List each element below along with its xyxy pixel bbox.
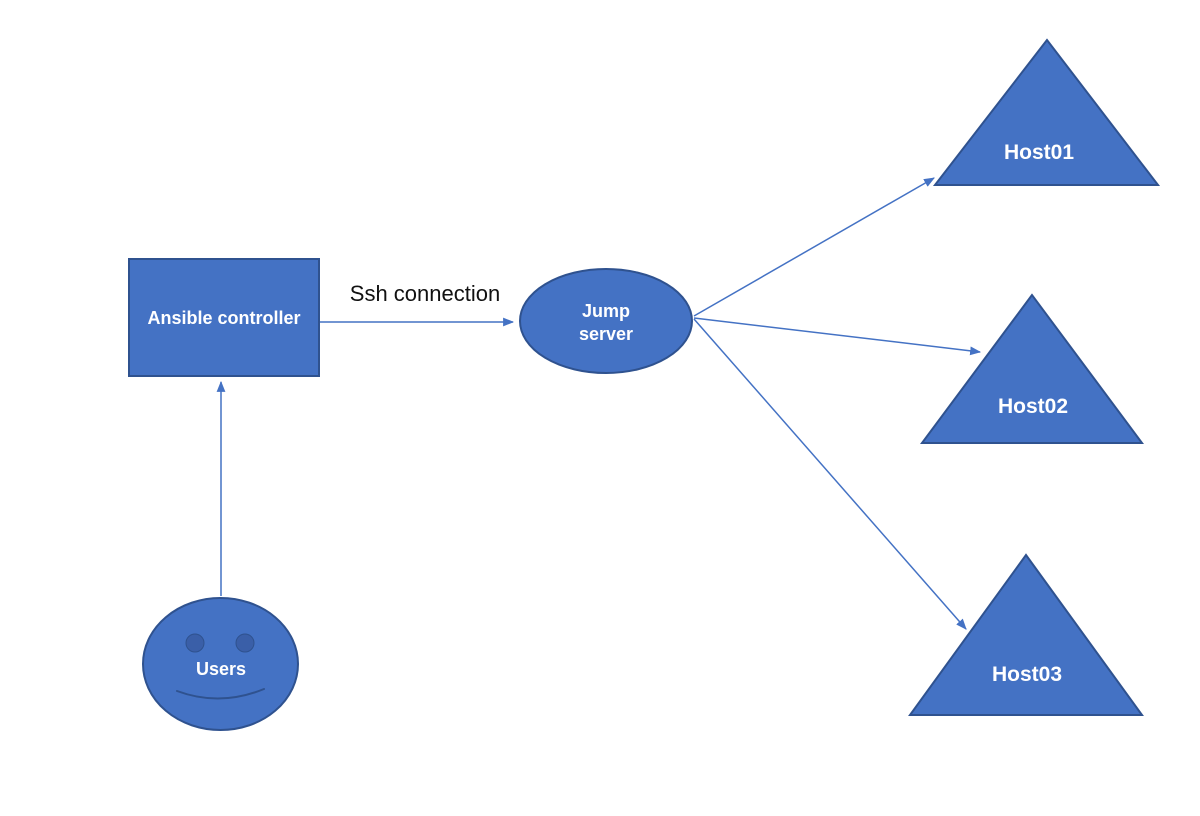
users-label: Users	[196, 659, 246, 679]
connector-jump-server-to-host01	[693, 177, 935, 317]
node-host03: Host03	[908, 553, 1144, 716]
host02-triangle	[920, 293, 1144, 444]
connector-jump-server-to-host02	[693, 317, 982, 356]
jump-server-ellipse	[519, 268, 693, 374]
node-host01: Host01	[932, 38, 1161, 186]
jump-server-label-line2: server	[579, 324, 633, 344]
ansible-controller-box	[128, 258, 320, 377]
users-smile-icon	[176, 688, 265, 700]
host01-triangle	[932, 38, 1161, 186]
connector-jump-server-to-host03	[693, 318, 967, 630]
jump-server-label-line1: Jump	[582, 301, 630, 321]
users-face	[142, 597, 299, 731]
node-jump-server: Jump server	[519, 268, 693, 374]
host01-label: Host01	[1004, 141, 1074, 164]
node-host02: Host02	[920, 293, 1144, 444]
host03-label: Host03	[992, 663, 1062, 686]
users-eye-left-icon	[185, 633, 205, 653]
ansible-controller-label: Ansible controller	[147, 308, 300, 328]
node-users: Users	[142, 597, 299, 731]
host02-label: Host02	[998, 395, 1068, 418]
host03-triangle	[908, 553, 1144, 716]
edge-label-ssh-connection: Ssh connection	[350, 281, 500, 306]
node-ansible-controller: Ansible controller	[128, 258, 320, 377]
users-eye-right-icon	[235, 633, 255, 653]
